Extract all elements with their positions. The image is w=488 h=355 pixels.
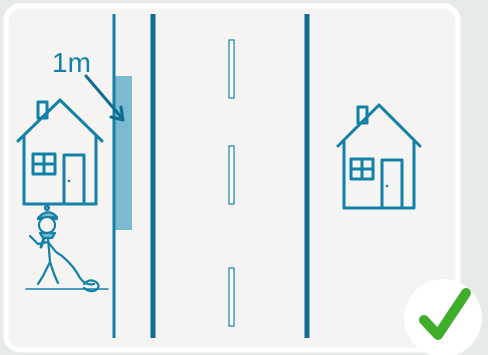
center-lane-markings <box>229 40 234 326</box>
buffer-zone <box>114 76 132 230</box>
checkmark-icon <box>404 279 482 355</box>
lane-dash <box>229 40 234 98</box>
distance-label: 1m <box>52 47 91 78</box>
lane-dash <box>229 146 234 204</box>
lane-dash <box>229 268 234 326</box>
